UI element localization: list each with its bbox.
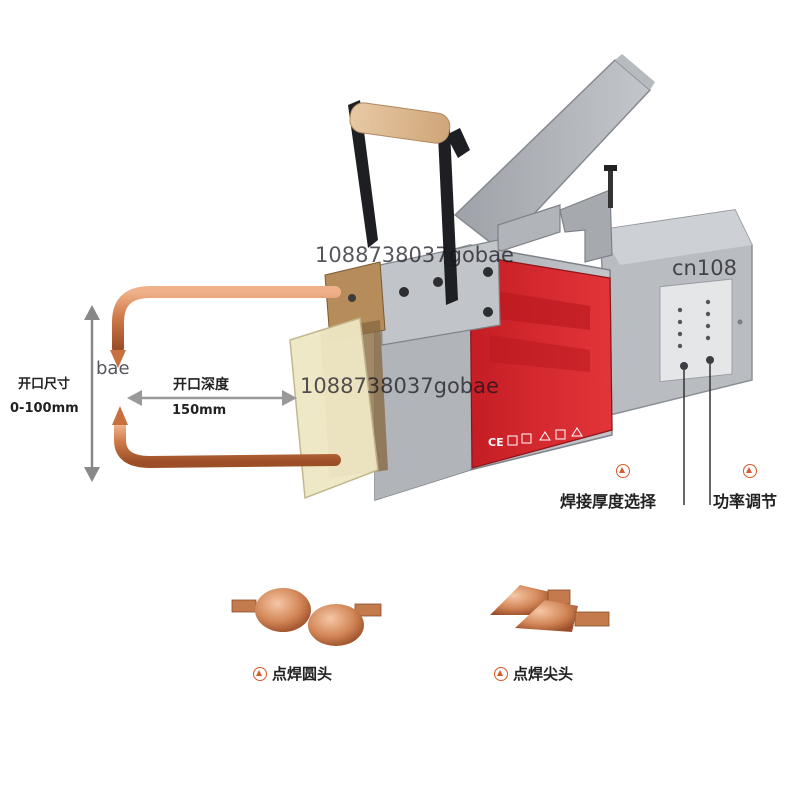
upper-bracket [497,165,617,263]
pointed-tip-label: 点焊尖头 [494,663,573,684]
warning-triangle-icon [743,464,757,478]
warning-triangle-icon [616,464,630,478]
red-panel: CE [469,254,613,469]
watermark-2: cn108 [672,256,737,280]
opening-size-label: 开口尺寸 [18,377,71,392]
handle [348,100,470,305]
thickness-select-label: 焊接厚度选择 [560,492,657,511]
warning-triangle-icon [253,667,267,681]
lever-arm [453,54,655,252]
power-callout-icon [743,464,762,480]
power-adjust-label: 功率调节 [713,492,778,511]
lower-electrode-arm [112,406,341,469]
watermark-4: bae [96,358,130,379]
depth-value-label: 150mm [172,403,227,418]
round-tip-label: 点焊圆头 [253,663,332,684]
side-plate [379,239,501,346]
pointed-tip-text: 点焊尖头 [513,665,574,683]
watermark-1: 1088738037gobae [315,243,514,267]
round-tip-text: 点焊圆头 [272,665,333,683]
control-panel [677,299,743,370]
rear-housing [599,209,753,416]
opening-depth-label: 开口深度 [173,377,229,393]
opening-range-label: 0-100mm [10,401,79,416]
thickness-knob [680,362,688,370]
power-knob [706,356,714,364]
opening-depth-arrow [127,390,297,406]
shield-plate [289,317,379,500]
thickness-callout-icon [616,464,635,480]
warning-triangle-icon [494,667,508,681]
pointed-tips [490,585,610,632]
ce-mark: CE [488,436,504,449]
round-tips [231,588,382,646]
leader-lines [683,364,711,505]
opening-size-arrow [84,305,100,482]
upper-electrode-arm [110,286,341,368]
watermark-3: 1088738037gobae [300,374,499,398]
